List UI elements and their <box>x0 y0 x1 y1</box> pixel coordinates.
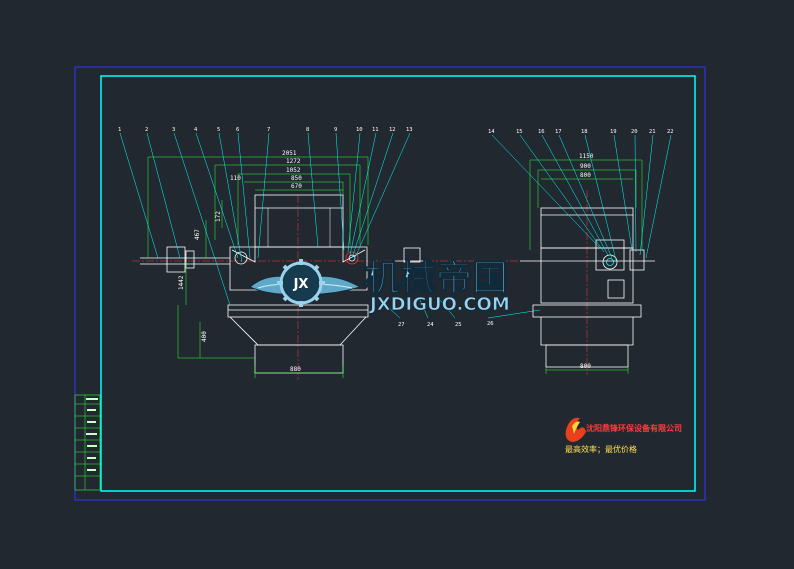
bearing-left <box>234 251 248 265</box>
dim-670: 670 <box>291 183 302 190</box>
balloon-12: 12 <box>389 127 396 133</box>
side-outlet <box>545 344 629 368</box>
balloon-13: 13 <box>406 127 413 133</box>
bottom-leaders <box>379 299 541 319</box>
balloon-8: 8 <box>306 127 309 133</box>
side-view-dimension-labels: 1150 900 800 800 <box>579 153 594 370</box>
motor-body <box>166 246 186 273</box>
side-bearing <box>602 254 618 270</box>
company-badge: 沈阳鼎锋环保设备有限公司 最高效率；最优价格 <box>565 417 682 454</box>
balloon-1: 1 <box>118 127 121 133</box>
balloon-17: 17 <box>555 129 562 135</box>
dim-1442: 1442 <box>178 275 185 290</box>
balloon-19: 19 <box>610 129 617 135</box>
dim-1272: 1272 <box>286 158 301 165</box>
company-slogan: 最高效率；最优价格 <box>565 444 637 454</box>
winged-gear-logo-icon: JX <box>249 259 362 307</box>
dim-400: 400 <box>201 331 208 342</box>
balloon-5: 5 <box>217 127 220 133</box>
side-housing <box>540 247 634 304</box>
balloon-24: 24 <box>427 322 434 328</box>
company-name: 沈阳鼎锋环保设备有限公司 <box>586 423 682 433</box>
side-view <box>520 190 655 375</box>
watermark-chinese: 机械帝国 <box>364 258 508 299</box>
balloon-18: 18 <box>581 129 588 135</box>
dim-1150: 1150 <box>579 153 594 160</box>
bottom-balloons: 27 24 25 26 <box>398 321 494 328</box>
balloon-14: 14 <box>488 129 495 135</box>
side-view-dimensions <box>529 159 643 374</box>
front-view-balloons: 1 2 3 4 5 6 7 8 9 10 11 12 13 <box>118 127 413 133</box>
outer-frame <box>74 66 706 501</box>
front-view-leaders <box>119 132 411 306</box>
dim-467: 467 <box>194 229 201 240</box>
dim-800-top: 800 <box>580 172 591 179</box>
dim-880: 880 <box>290 366 301 373</box>
front-view <box>132 194 540 380</box>
balloon-27: 27 <box>398 322 405 328</box>
balloon-11: 11 <box>372 127 379 133</box>
balloon-6: 6 <box>236 127 239 133</box>
balloon-10: 10 <box>356 127 363 133</box>
phoenix-logo-icon <box>565 417 586 442</box>
dim-900: 900 <box>580 163 591 170</box>
watermark-badge: JX <box>293 277 309 292</box>
title-block <box>74 394 101 491</box>
balloon-21: 21 <box>649 129 656 135</box>
balloon-26: 26 <box>487 321 494 327</box>
dim-800-bottom: 800 <box>580 363 591 370</box>
dim-110: 110 <box>230 175 241 182</box>
main-housing <box>229 246 368 291</box>
watermark-latin: JXDIGUO.COM <box>368 294 510 315</box>
lower-flange <box>227 304 369 318</box>
balloon-7: 7 <box>267 127 270 133</box>
balloon-15: 15 <box>516 129 523 135</box>
dim-2051: 2051 <box>282 150 297 157</box>
balloon-2: 2 <box>145 127 148 133</box>
side-view-balloons: 14 15 16 17 18 19 20 21 22 <box>488 129 674 135</box>
balloon-25: 25 <box>455 322 462 328</box>
dim-850: 850 <box>291 175 302 182</box>
watermark: JX 机械帝国 JXDIGUO.COM <box>249 257 510 315</box>
inner-frame <box>100 75 696 492</box>
balloon-3: 3 <box>172 127 175 133</box>
dim-172: 172 <box>215 211 222 222</box>
bearing-right <box>345 251 359 265</box>
side-view-leaders <box>491 134 672 261</box>
front-view-dimension-labels: 2051 1272 1052 110 850 670 467 1442 400 … <box>178 150 302 373</box>
balloon-16: 16 <box>538 129 545 135</box>
balloon-9: 9 <box>334 127 337 133</box>
balloon-20: 20 <box>631 129 638 135</box>
balloon-4: 4 <box>194 127 198 133</box>
dim-1052: 1052 <box>286 167 301 174</box>
balloon-22: 22 <box>667 129 674 135</box>
